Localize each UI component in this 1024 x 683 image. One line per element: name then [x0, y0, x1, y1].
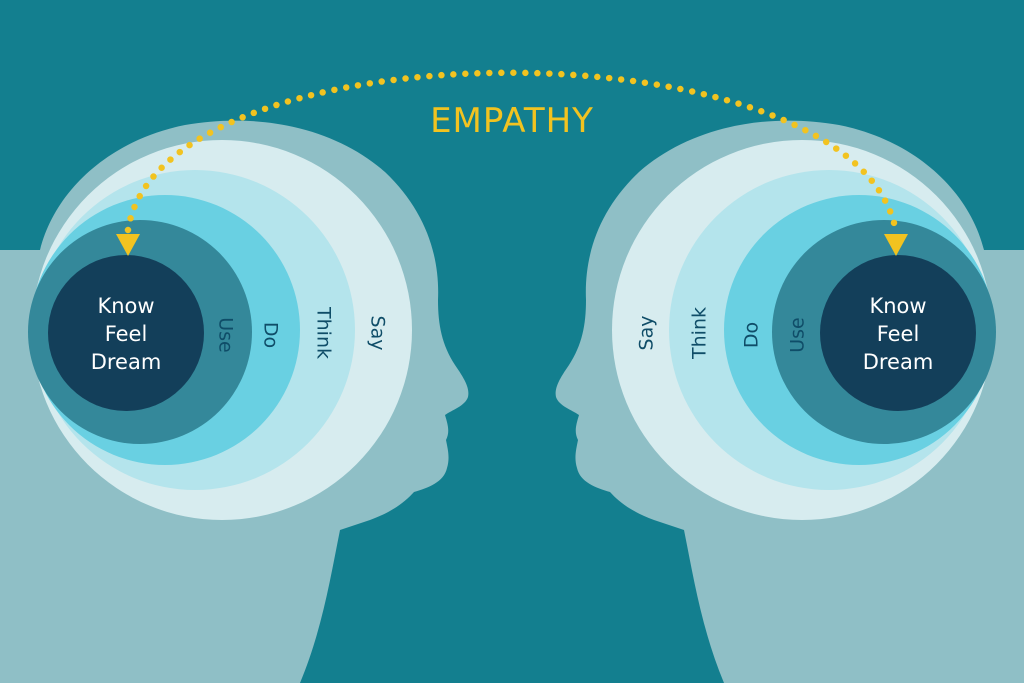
left-ring-label-use: Use — [215, 317, 237, 353]
right-arrowhead — [884, 234, 908, 256]
left-arrowhead — [116, 234, 140, 256]
right-core-line-2: Feel — [877, 322, 920, 346]
left-core-line-1: Know — [97, 294, 154, 318]
right-ring-label-say: Say — [636, 316, 658, 351]
left-ring-label-think: Think — [313, 306, 335, 359]
left-core-line-3: Dream — [91, 350, 162, 374]
right-head-labels: Know Feel Dream Say Think Do Use — [636, 294, 934, 374]
right-ring-label-use: Use — [787, 317, 809, 353]
left-core — [48, 255, 204, 411]
left-head: Know Feel Dream Use Do Think Say — [0, 120, 469, 683]
right-ring-label-do: Do — [741, 322, 763, 348]
right-core-line-3: Dream — [863, 350, 934, 374]
right-ring-label-think: Think — [689, 307, 711, 360]
right-core-line-1: Know — [869, 294, 926, 318]
diagram-title: EMPATHY — [430, 101, 594, 141]
empathy-arc — [124, 69, 900, 236]
left-ring-label-do: Do — [260, 322, 282, 348]
left-core-line-2: Feel — [105, 322, 148, 346]
left-ring-label-say: Say — [367, 316, 389, 351]
right-core — [820, 255, 976, 411]
